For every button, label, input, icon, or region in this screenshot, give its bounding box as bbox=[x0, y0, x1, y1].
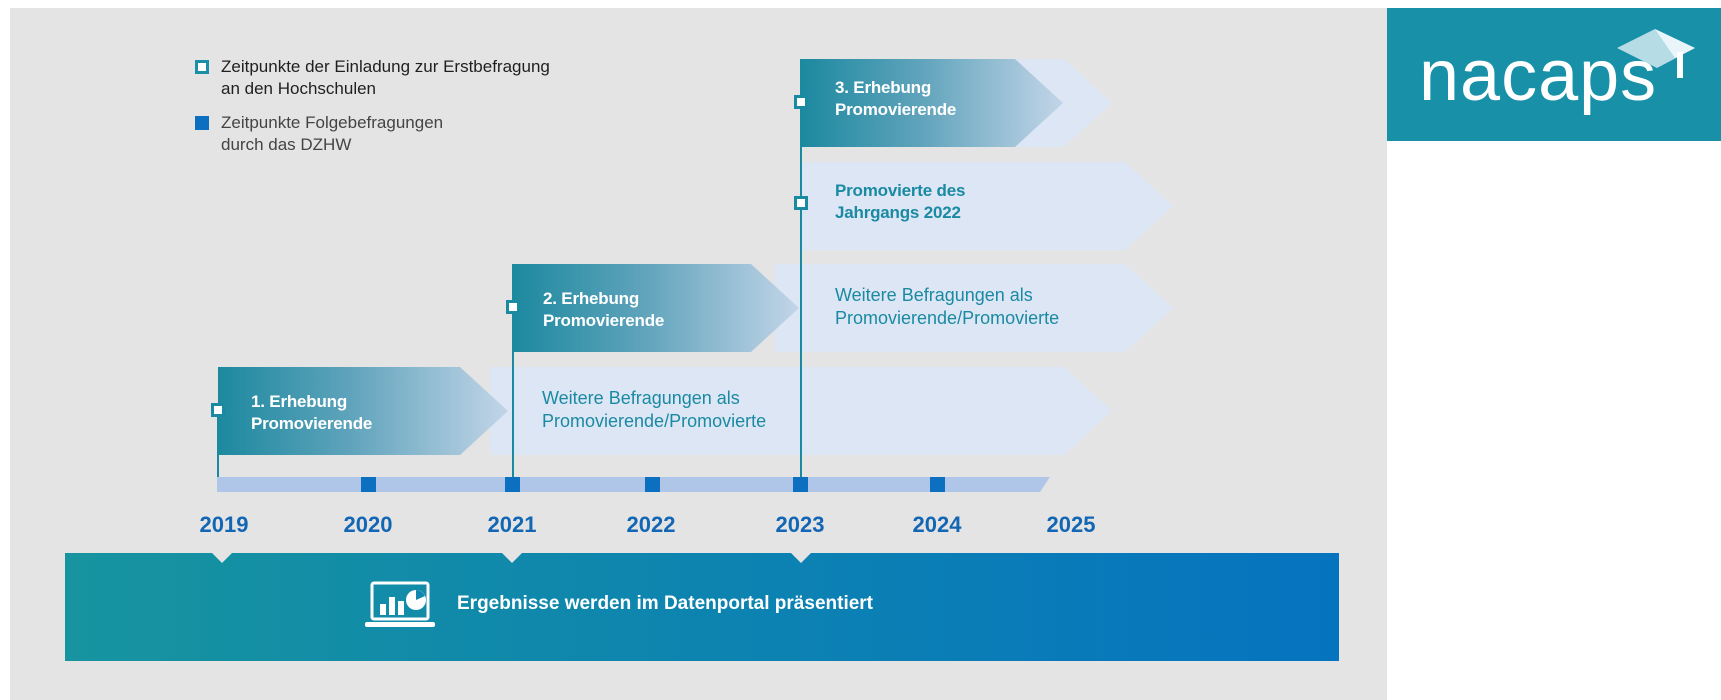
survey2-banner: 2. Erhebung Promovierende bbox=[513, 264, 799, 352]
results-bar: Ergebnisse werden im Datenportal präsent… bbox=[65, 553, 1339, 661]
initial-survey-marker-2021 bbox=[506, 300, 520, 314]
initial-survey-marker-graduates bbox=[794, 196, 808, 210]
followup-text-survey1: Weitere Befragungen als Promovierende/Pr… bbox=[542, 388, 767, 431]
filled-square-icon bbox=[195, 116, 209, 130]
legend-item-initial: Zeitpunkte der Einladung zur Erstbefragu… bbox=[195, 56, 550, 100]
year-label-2022: 2022 bbox=[626, 512, 676, 537]
survey3-banner: 3. Erhebung Promovierende bbox=[801, 59, 1063, 147]
survey3-label: 3. Erhebung Promovierende bbox=[835, 78, 957, 119]
graduation-cap-icon bbox=[1617, 29, 1695, 78]
survey1-banner: 1. Erhebung Promovierende bbox=[218, 367, 508, 455]
initial-survey-marker-2023 bbox=[794, 95, 808, 109]
legend-label-initial: Zeitpunkte der Einladung zur Erstbefragu… bbox=[221, 57, 550, 98]
legend: Zeitpunkte der Einladung zur Erstbefragu… bbox=[195, 56, 550, 168]
results-notch-2019 bbox=[212, 553, 232, 563]
year-label-2020: 2020 bbox=[343, 512, 393, 537]
timeline-bar bbox=[217, 477, 1050, 492]
results-notch-2021 bbox=[502, 553, 522, 563]
survey2-label: 2. Erhebung Promovierende bbox=[543, 289, 665, 330]
results-notch-2023 bbox=[791, 553, 811, 563]
legend-item-followup: Zeitpunkte Folgebefragungen durch das DZ… bbox=[195, 112, 550, 156]
graduates-2022-label: Promovierte des Jahrgangs 2022 bbox=[835, 181, 966, 222]
results-text: Ergebnisse werden im Datenportal präsent… bbox=[457, 593, 874, 614]
laptop-chart-icon bbox=[365, 581, 435, 627]
survey3-connector-line bbox=[800, 59, 802, 492]
followup-marker-2023 bbox=[793, 477, 808, 492]
legend-label-followup: Zeitpunkte Folgebefragungen durch das DZ… bbox=[221, 113, 444, 154]
initial-survey-marker-2019 bbox=[211, 403, 225, 417]
followup-marker-2021 bbox=[505, 477, 520, 492]
survey1-label: 1. Erhebung Promovierende bbox=[251, 392, 373, 433]
year-label-2019: 2019 bbox=[199, 512, 249, 537]
logo-text: nacaps bbox=[1419, 36, 1658, 116]
year-label-2021: 2021 bbox=[487, 512, 537, 537]
followup-marker-2024 bbox=[930, 477, 945, 492]
year-label-2024: 2024 bbox=[912, 512, 962, 537]
followup-banner-survey2: Weitere Befragungen als Promovierende/Pr… bbox=[775, 264, 1173, 352]
open-square-icon bbox=[195, 60, 209, 74]
year-label-2023: 2023 bbox=[775, 512, 825, 537]
followup-marker-2020 bbox=[361, 477, 376, 492]
graduates-2022-banner: Promovierte des Jahrgangs 2022 bbox=[801, 162, 1173, 250]
followup-text-survey2: Weitere Befragungen als Promovierende/Pr… bbox=[835, 285, 1060, 328]
followup-marker-2022 bbox=[645, 477, 660, 492]
year-label-2025: 2025 bbox=[1046, 512, 1096, 537]
survey1-connector-line bbox=[217, 414, 219, 492]
nacaps-logo: nacaps bbox=[1387, 8, 1721, 141]
survey2-connector-line bbox=[512, 264, 514, 492]
